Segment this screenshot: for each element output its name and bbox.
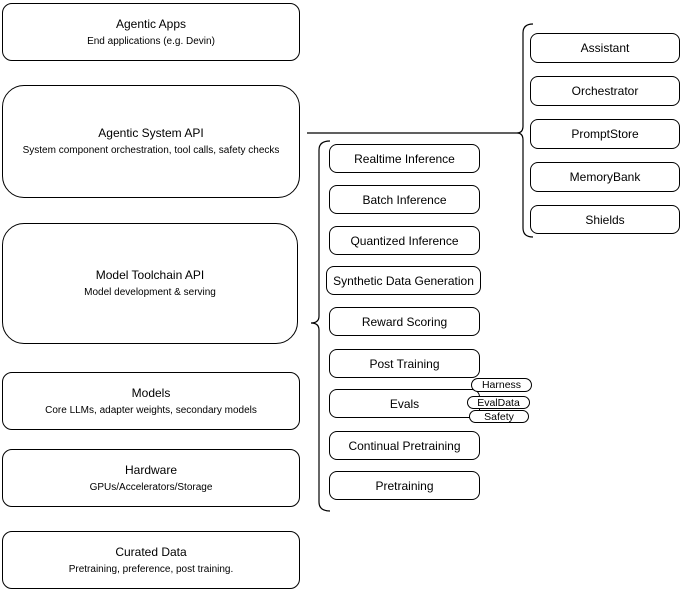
node-title: Hardware (124, 462, 178, 477)
node-model-toolchain-api: Model Toolchain API Model development & … (2, 223, 298, 344)
node-curated-data: Curated Data Pretraining, preference, po… (2, 531, 300, 589)
node-subtitle: Model development & serving (84, 287, 216, 298)
node-shields: Shields (530, 205, 680, 234)
node-synthetic-data-generation: Synthetic Data Generation (326, 266, 481, 295)
pill-harness: Harness (471, 378, 532, 392)
node-promptstore: PromptStore (530, 119, 680, 149)
node-reward-scoring: Reward Scoring (329, 307, 480, 336)
node-agentic-apps: Agentic Apps End applications (e.g. Devi… (2, 3, 300, 61)
node-models: Models Core LLMs, adapter weights, secon… (2, 372, 300, 430)
node-pretraining: Pretraining (329, 471, 480, 500)
node-subtitle: GPUs/Accelerators/Storage (89, 481, 213, 493)
node-subtitle: System component orchestration, tool cal… (22, 145, 280, 156)
pill-evaldata: EvalData (467, 396, 530, 409)
node-realtime-inference: Realtime Inference (329, 144, 480, 173)
node-hardware: Hardware GPUs/Accelerators/Storage (2, 449, 300, 507)
node-agentic-system-api: Agentic System API System component orch… (2, 85, 300, 198)
node-subtitle: Pretraining, preference, post training. (68, 563, 234, 575)
node-title: Agentic Apps (115, 16, 187, 31)
node-continual-pretraining: Continual Pretraining (329, 431, 480, 460)
node-memorybank: MemoryBank (530, 162, 680, 192)
node-title: Model Toolchain API (95, 268, 205, 282)
pill-safety: Safety (469, 410, 529, 423)
toolchain-group-brace (310, 140, 331, 512)
node-title: Agentic System API (98, 126, 204, 140)
node-batch-inference: Batch Inference (329, 185, 480, 214)
node-subtitle: End applications (e.g. Devin) (87, 35, 215, 47)
node-post-training: Post Training (329, 349, 480, 378)
node-title: Curated Data (115, 544, 187, 559)
node-assistant: Assistant (530, 33, 680, 63)
node-orchestrator: Orchestrator (530, 76, 680, 106)
node-evals: Evals (329, 389, 480, 418)
node-quantized-inference: Quantized Inference (329, 226, 480, 255)
node-subtitle: Core LLMs, adapter weights, secondary mo… (45, 404, 257, 416)
node-title: Models (131, 385, 171, 400)
